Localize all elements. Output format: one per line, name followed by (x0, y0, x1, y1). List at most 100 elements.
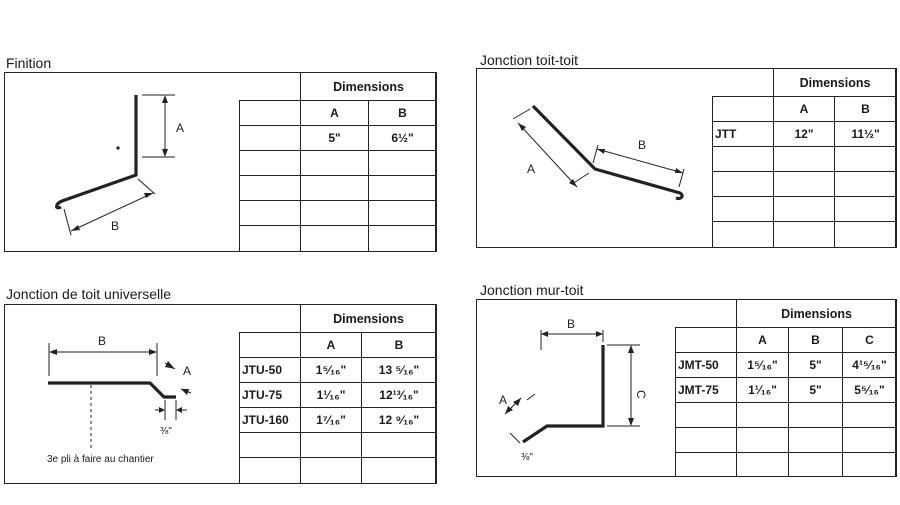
column-header: B (360, 332, 438, 358)
row-label (239, 225, 301, 252)
table-cell: 1¹⁄₁₆" (300, 382, 362, 408)
table-cell (360, 432, 438, 458)
row-label: JTT (712, 121, 774, 147)
panel-title-jonction-toit-toit: Jonction toit-toit (480, 52, 579, 68)
universelle-label-hem: ⅜" (160, 426, 172, 437)
table-cell (773, 146, 835, 172)
row-label (712, 221, 774, 248)
table-cell (833, 196, 898, 222)
universelle-profile (48, 381, 176, 399)
table-cell: 5" (788, 377, 843, 403)
column-header: B (367, 100, 438, 126)
table-corner (675, 299, 737, 328)
row-label (712, 146, 774, 172)
panel-jonction-de-toit-universelle: B A ⅜" 3e pli à faire au chantier Dimens… (4, 304, 438, 484)
table-cell: 1¹⁄₁₆" (736, 377, 789, 403)
table-cell (842, 427, 897, 453)
table-cell: 5" (300, 125, 369, 151)
row-label (675, 402, 737, 428)
table-cell (239, 100, 301, 126)
table-heading: Dimensions (772, 68, 898, 97)
table-cell (300, 457, 362, 484)
row-label (712, 196, 774, 222)
row-label (239, 457, 301, 484)
universelle-field-note: 3e pli à faire au chantier (47, 454, 154, 465)
table-cell: 1⁵⁄₁₆" (300, 357, 362, 383)
table-row (239, 175, 438, 201)
table-cell: 1⁷⁄₁₆" (300, 407, 362, 433)
table-row (675, 452, 897, 477)
table-cell: 5⁵⁄₁₆" (842, 377, 897, 403)
table-cell (300, 175, 369, 201)
finition-diagram: A B (55, 94, 184, 236)
table-cell: 6½" (367, 125, 438, 151)
table-row (239, 457, 438, 484)
table-cell (360, 457, 438, 484)
table-corner (712, 68, 774, 97)
row-label (239, 200, 301, 226)
table-cell (842, 402, 897, 428)
table-cell (773, 196, 835, 222)
table-cell: 1⁵⁄₁₆" (736, 352, 789, 378)
table-cell (300, 225, 369, 252)
table-cell (367, 225, 438, 252)
table-row (712, 146, 898, 172)
row-label (239, 175, 301, 201)
table-cell: 13 ⁵⁄₁₆" (360, 357, 438, 383)
table-cell: 11½" (833, 121, 898, 147)
row-label: JTU-75 (239, 382, 301, 408)
finition-label-b: B (111, 219, 119, 233)
table-cell (367, 200, 438, 226)
table-cell (239, 332, 301, 358)
table-cell (773, 221, 835, 248)
jonction-universelle-diagram: B A ⅜" (48, 334, 192, 450)
toit-toit-profile (531, 104, 684, 201)
table-cell (736, 427, 789, 453)
table-cell: 12¹³⁄₁₆" (360, 382, 438, 408)
table-heading: Dimensions (736, 299, 897, 328)
table-cell (736, 402, 789, 428)
table-row (239, 432, 438, 458)
table-cell (712, 96, 774, 122)
row-label (675, 452, 737, 477)
mur-toit-label-hem: ⅜" (521, 452, 533, 463)
table-cell: 4¹⁵⁄₁₆" (842, 352, 897, 378)
table-cell (773, 171, 835, 197)
row-label (712, 171, 774, 197)
table-cell (788, 427, 843, 453)
table-cell: 12 ⁹⁄₁₆" (360, 407, 438, 433)
jonction-mur-toit-diagram: B C A ⅜" (499, 317, 648, 463)
column-header: A (736, 327, 789, 353)
panel-title-jonction-de-toit-universelle: Jonction de toit universelle (6, 286, 171, 302)
panel-title-finition: Finition (6, 55, 52, 71)
table-cell (675, 327, 737, 353)
table-corner (239, 72, 301, 101)
panel-title-jonction-mur-toit: Jonction mur-toit (480, 282, 584, 298)
row-label (675, 427, 737, 453)
column-header: A (300, 332, 362, 358)
table-row (712, 196, 898, 222)
finition-profile (55, 95, 138, 210)
table-row (712, 221, 898, 248)
table-row (239, 150, 438, 176)
table-cell (788, 402, 843, 428)
finition-label-a: A (176, 121, 184, 135)
table-heading: Dimensions (299, 72, 438, 101)
mur-toit-label-b: B (567, 317, 575, 331)
column-header: A (773, 96, 835, 122)
column-header: B (833, 96, 898, 122)
table-row (675, 427, 897, 453)
table-cell: 5" (788, 352, 843, 378)
jonction-toit-toit-diagram: A B (512, 104, 685, 201)
column-header: B (788, 327, 843, 353)
table-cell (833, 146, 898, 172)
table-cell (367, 150, 438, 176)
